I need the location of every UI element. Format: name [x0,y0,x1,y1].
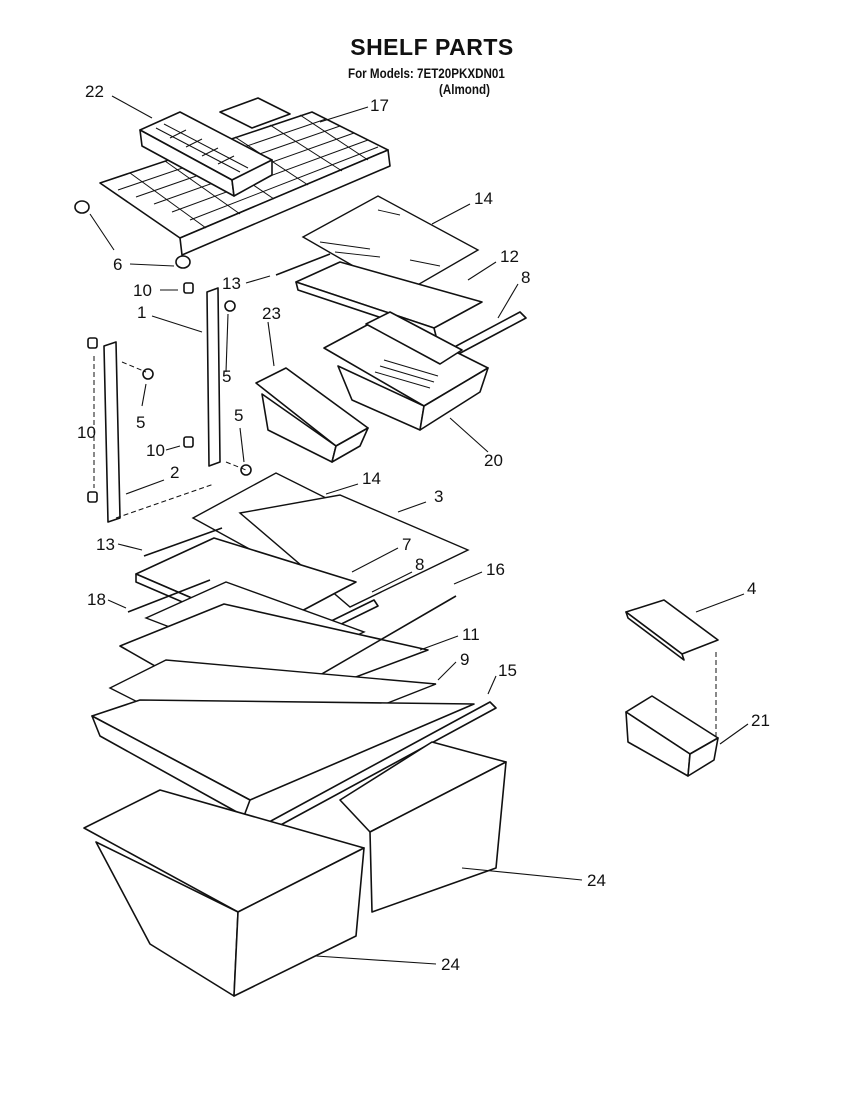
callout-15: 15 [498,661,517,680]
callout-16: 16 [486,560,505,579]
callout-labels: 22 17 14 6 13 12 8 10 1 23 5 10 5 5 10 2… [77,82,770,974]
callout-17: 17 [370,96,389,115]
callout-5-rail: 5 [222,367,231,386]
dairy-cover-4 [625,599,719,661]
drawer-23 [255,367,369,463]
dairy-bin-21 [625,695,719,777]
callout-14-lower: 14 [362,469,381,488]
callout-7: 7 [402,535,411,554]
clips-10-and-screws-5 [87,282,252,503]
ice-bin-22 [139,111,273,197]
callout-1: 1 [137,303,146,322]
callout-10-lower: 10 [146,441,165,460]
leader-lines [89,95,749,965]
shelf-11-and-9 [91,659,497,835]
callout-6: 6 [113,255,122,274]
page-title: SHELF PARTS [350,34,514,60]
ladder-rail-2 [103,341,121,523]
callout-8-upper: 8 [521,268,530,287]
callout-14-upper: 14 [474,189,493,208]
callout-3: 3 [434,487,443,506]
crisper-drawer-24-rear [339,741,507,913]
ladder-rail-1 [206,287,221,467]
callout-21: 21 [751,711,770,730]
callout-24-bottom: 24 [441,955,460,974]
callout-13-lower: 13 [96,535,115,554]
callout-9: 9 [460,650,469,669]
model-color: (Almond) [439,82,490,97]
callout-10-top: 10 [133,281,152,300]
callout-24-right: 24 [587,871,606,890]
callout-10-left: 10 [77,423,96,442]
callout-23: 23 [262,304,281,323]
callout-20: 20 [484,451,503,470]
callout-11: 11 [462,625,480,644]
model-number: For Models: 7ET20PKXDN01 [348,66,505,81]
callout-8-lower: 8 [415,555,424,574]
crisper-drawer-24-front [83,789,365,997]
callout-5-lower: 5 [234,406,243,425]
meat-pan-20 [323,311,489,431]
callout-4: 4 [747,579,756,598]
callout-18: 18 [87,590,106,609]
callout-13-upper: 13 [222,274,241,293]
callout-12: 12 [500,247,519,266]
shelf-support-6 [74,200,191,269]
callout-2: 2 [170,463,179,482]
callout-22: 22 [85,82,104,101]
callout-5-left: 5 [136,413,145,432]
